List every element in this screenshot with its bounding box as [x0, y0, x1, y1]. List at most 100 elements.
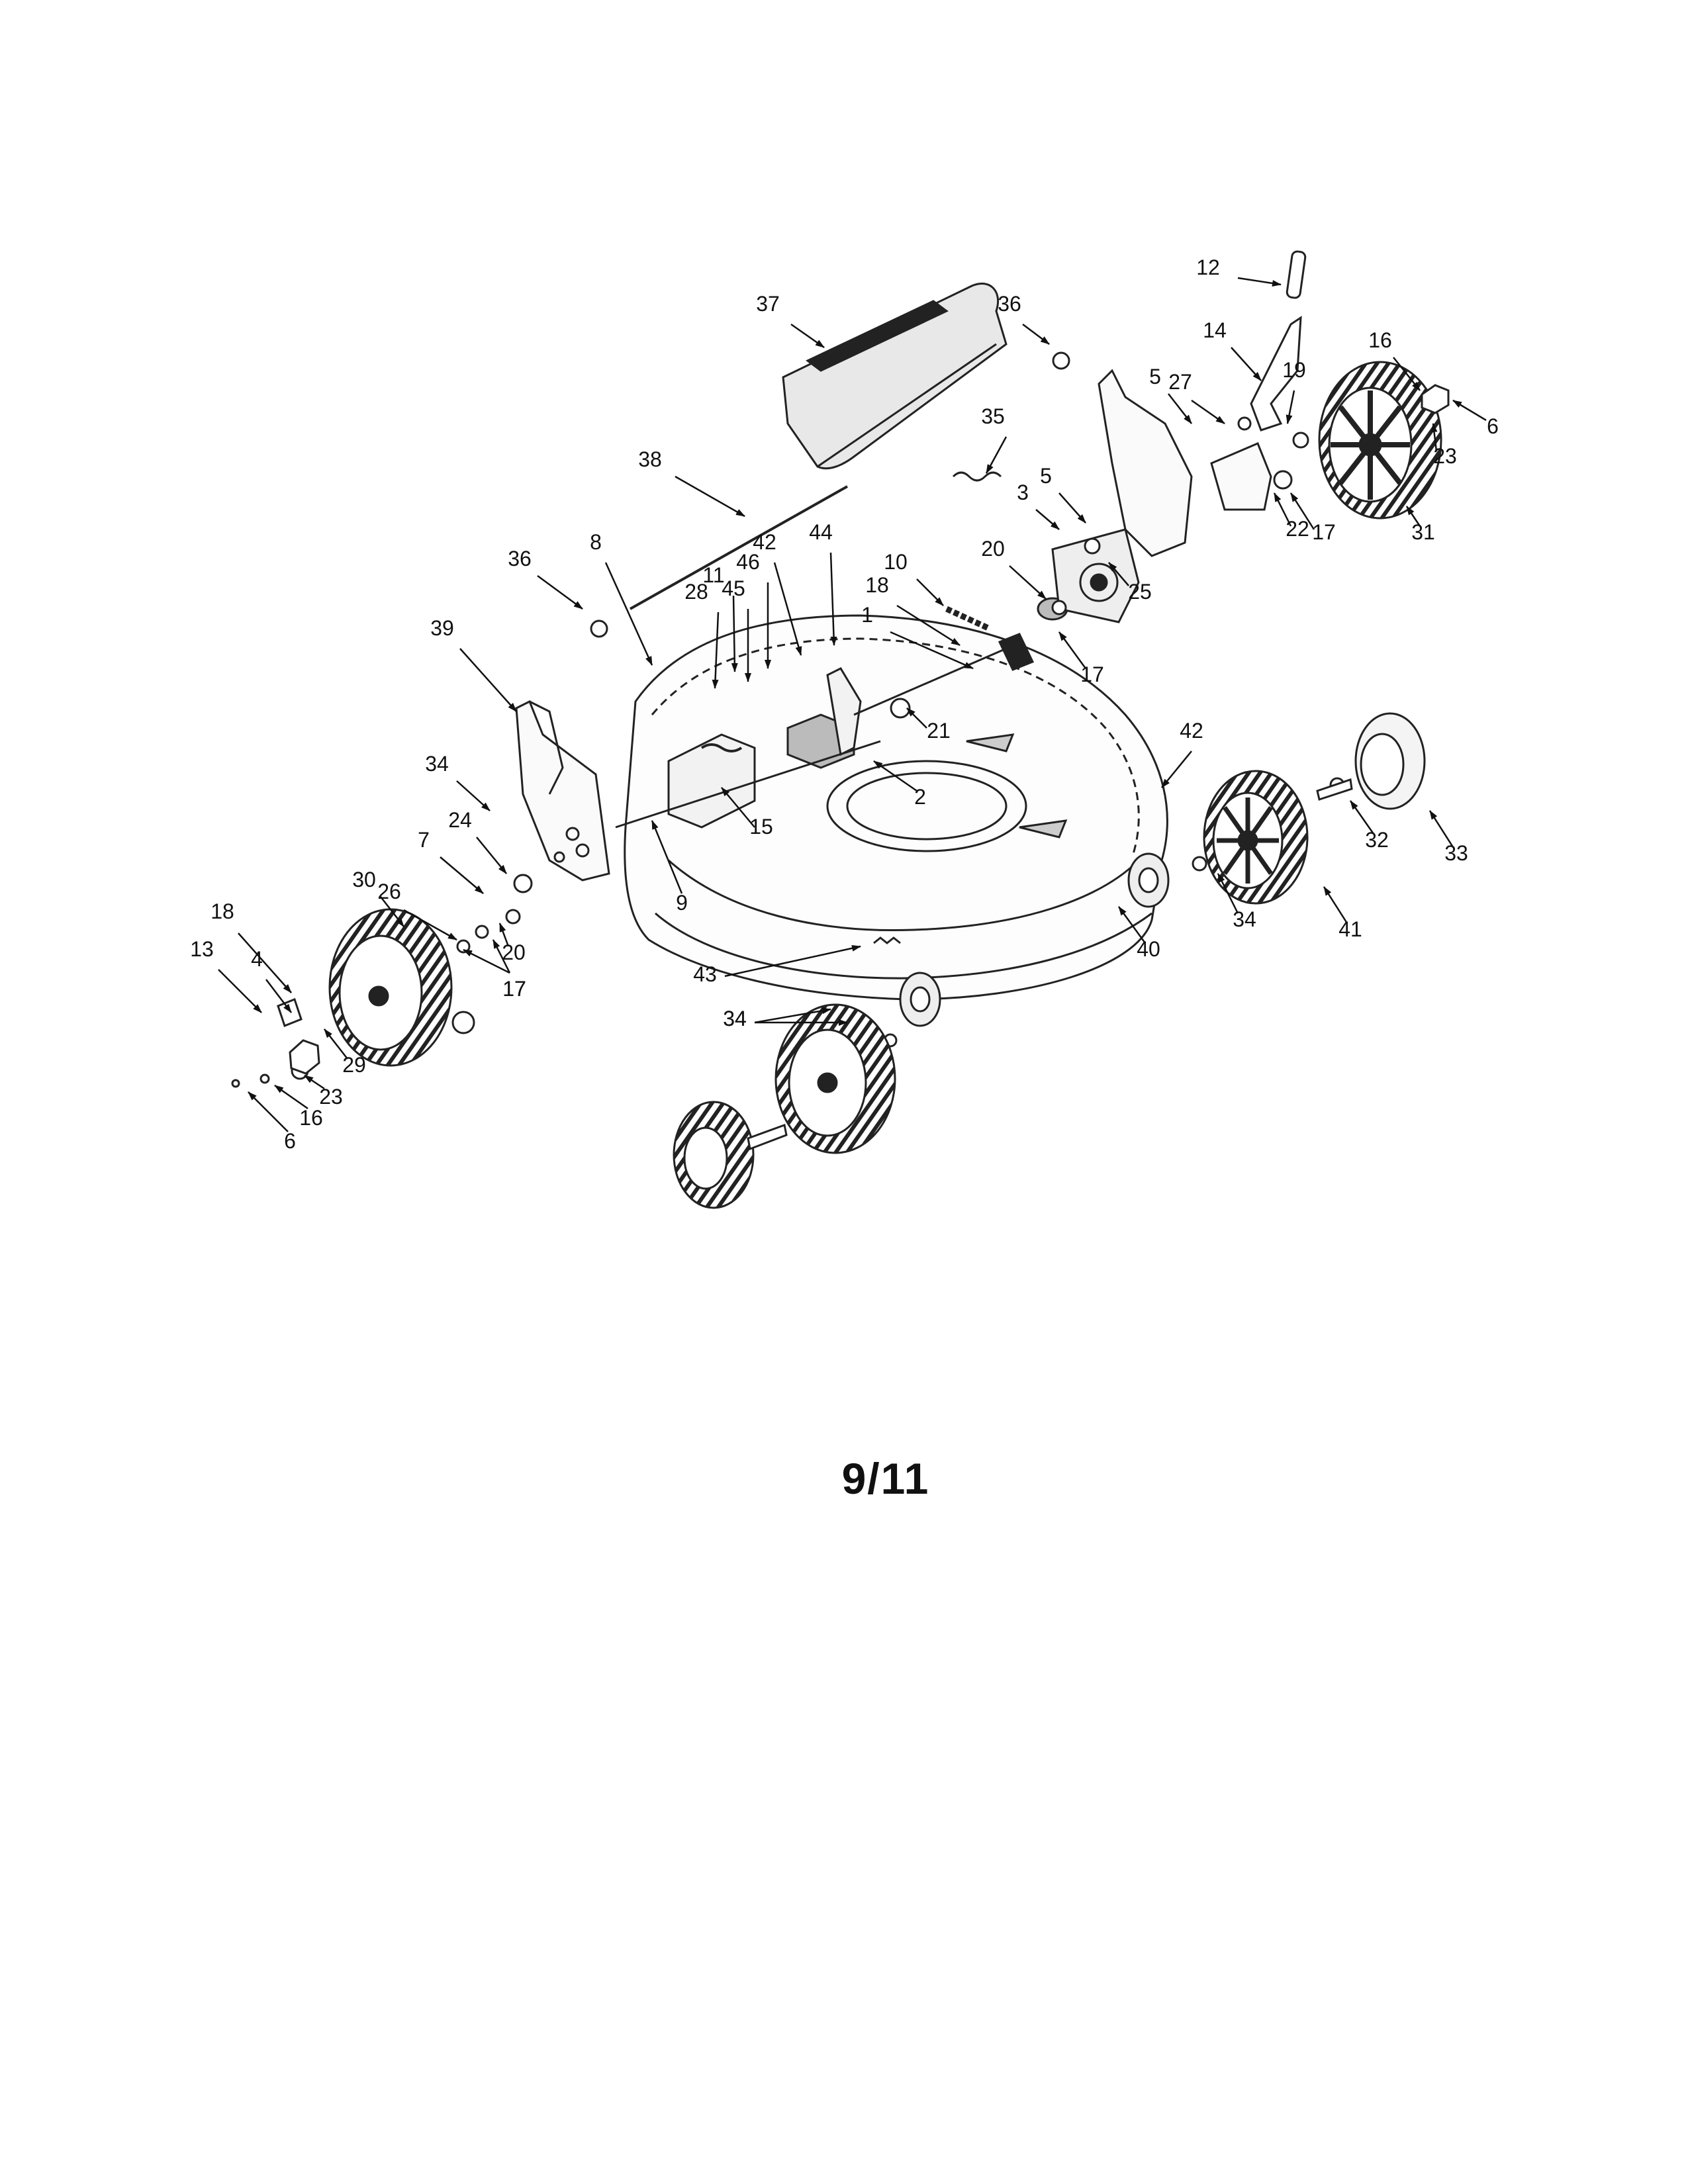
callout-number: 36: [508, 547, 532, 570]
callout-19: 19: [1282, 358, 1306, 424]
leader-line: [463, 948, 510, 974]
leader-line: [712, 612, 720, 689]
callout-23: 23: [304, 1074, 343, 1109]
drive-spring: [700, 743, 743, 752]
callout-number: 17: [502, 977, 526, 1001]
wheel-cap-left: [277, 998, 303, 1027]
rear-left-wheel: [328, 908, 453, 1067]
callout-number: 34: [723, 1007, 747, 1030]
wheel-retainer-left: [289, 1039, 320, 1075]
callout-number: 19: [1282, 358, 1306, 382]
callout-15: 15: [721, 787, 773, 839]
callout-36: 36: [998, 292, 1050, 345]
left-rear-bracket: [515, 700, 610, 882]
callout-22: 22: [1273, 492, 1309, 541]
callout-number: 33: [1444, 841, 1468, 865]
leader-line: [304, 1074, 325, 1090]
callout-number: 36: [998, 292, 1021, 316]
leader-line: [1009, 565, 1047, 600]
callout-number: 29: [342, 1053, 366, 1077]
leader-line: [604, 562, 653, 666]
callout-number: 11: [702, 563, 724, 587]
front-right-hubcap: [1354, 712, 1426, 810]
callout-number: 38: [638, 447, 662, 471]
callout-13: 13: [190, 937, 262, 1013]
callout-number: 8: [590, 530, 602, 554]
callout-25: 25: [1108, 562, 1152, 604]
callout-number: 42: [1180, 719, 1203, 743]
callout-40: 40: [1117, 906, 1160, 961]
leader-line: [790, 323, 825, 349]
leader-line: [873, 760, 917, 792]
callout-17: 17: [1289, 492, 1336, 544]
leader-line: [456, 780, 491, 811]
leader-line: [274, 1084, 308, 1110]
callout-number: 21: [927, 719, 951, 743]
leader-line: [1323, 886, 1348, 924]
callout-11: 11: [702, 563, 738, 672]
leader-line: [1429, 810, 1454, 848]
callout-number: 5: [1149, 365, 1161, 388]
callout-number: 27: [1168, 370, 1192, 394]
height-lever: [1250, 316, 1302, 432]
leader-line: [440, 856, 484, 894]
callout-number: 20: [981, 537, 1005, 561]
callout-number: 17: [502, 977, 526, 1001]
callout-16: 16: [274, 1084, 323, 1130]
leader-line: [380, 896, 404, 927]
callout-42: 42: [1161, 719, 1203, 788]
leader-line: [1349, 800, 1375, 835]
callout-16: 16: [1368, 328, 1421, 391]
leader-line: [403, 909, 457, 941]
leader-line: [1161, 751, 1192, 788]
callout-number: 43: [693, 962, 717, 986]
callout-number: 9: [676, 891, 688, 915]
leader-line: [724, 944, 861, 978]
drive-plate: [1051, 528, 1140, 623]
callout-34: 34: [425, 752, 491, 811]
wheel-retainer-right: [1421, 384, 1450, 414]
rear-flap: [782, 282, 1008, 470]
leader-line: [773, 562, 802, 656]
front-right-bolt: [1316, 778, 1353, 801]
leader-line: [265, 979, 292, 1013]
callout-number: 3: [1017, 480, 1029, 504]
callout-number: 34: [425, 752, 449, 776]
callout-35: 35: [981, 404, 1008, 474]
callout-number: 17: [1312, 520, 1336, 544]
front-left-bolt: [747, 1123, 788, 1151]
leader-line: [1217, 873, 1239, 914]
leader-line: [1231, 347, 1262, 381]
callout-number: 16: [1368, 328, 1392, 352]
callout-number: 6: [284, 1129, 296, 1153]
callout-33: 33: [1429, 810, 1468, 865]
callout-34: 34: [1217, 873, 1256, 931]
callout-42: 42: [753, 530, 802, 656]
deck-spring: [873, 936, 901, 944]
callout-20: 20: [981, 537, 1047, 600]
leader-line: [1405, 506, 1421, 527]
callout-number: 18: [211, 899, 234, 923]
callout-number: 24: [448, 808, 472, 832]
callout-5: 5: [1149, 365, 1192, 424]
leader-line: [1289, 492, 1315, 530]
callout-number: 28: [684, 580, 708, 604]
callout-41: 41: [1323, 886, 1362, 941]
leader-line: [1022, 324, 1050, 345]
callout-29: 29: [324, 1028, 366, 1077]
leader-line: [1108, 562, 1129, 586]
callout-17: 17: [463, 948, 526, 1001]
leader-line: [916, 578, 944, 606]
leader-line: [248, 1091, 289, 1132]
page-number: 9/11: [841, 1454, 930, 1503]
lever-grip: [1286, 250, 1307, 299]
callout-37: 37: [756, 292, 825, 349]
callout-32: 32: [1349, 800, 1389, 852]
callout-number: 46: [736, 550, 760, 574]
callout-number: 18: [865, 573, 889, 597]
callout-number: 26: [377, 880, 401, 903]
callout-26: 26: [377, 880, 457, 941]
rear-right-wheel: [1318, 361, 1442, 520]
torsion-spring: [952, 471, 1002, 482]
